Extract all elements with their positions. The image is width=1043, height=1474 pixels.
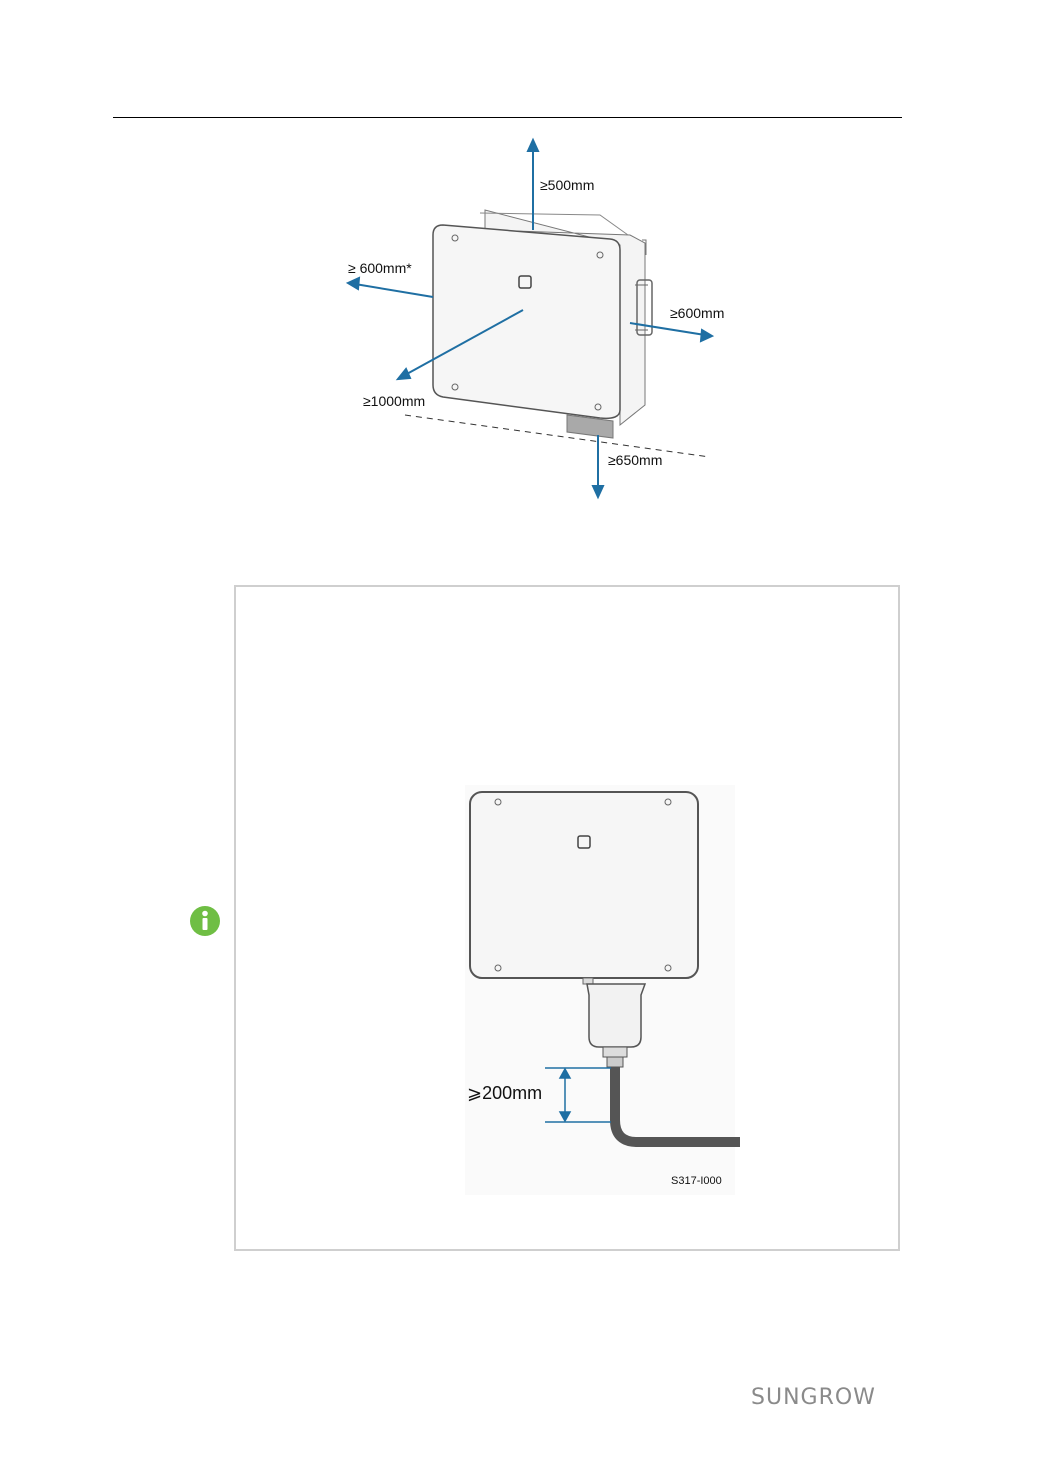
brand-text: SUNGROW bbox=[751, 1385, 876, 1410]
clearance-figure: ≥500mm ≥ 600mm* ≥600mm ≥1000mm ≥650mm bbox=[330, 135, 750, 505]
info-icon bbox=[189, 905, 221, 937]
header-rule bbox=[113, 117, 902, 118]
right-clearance-label: ≥600mm bbox=[670, 305, 724, 321]
bottom-clearance-label: ≥650mm bbox=[608, 452, 662, 468]
left-clearance-label: ≥ 600mm* bbox=[348, 260, 412, 276]
sungrow-logo: SUNGROW bbox=[751, 1385, 901, 1409]
front-clearance-label: ≥1000mm bbox=[363, 393, 425, 409]
cable-bend-drawing bbox=[465, 785, 745, 1195]
dimension-label: ⩾200mm bbox=[467, 1083, 542, 1104]
top-clearance-label: ≥500mm bbox=[540, 177, 594, 193]
figure-code: S317-I000 bbox=[671, 1175, 722, 1187]
cable-bend-figure: ⩾200mm S317-I000 bbox=[465, 785, 745, 1195]
